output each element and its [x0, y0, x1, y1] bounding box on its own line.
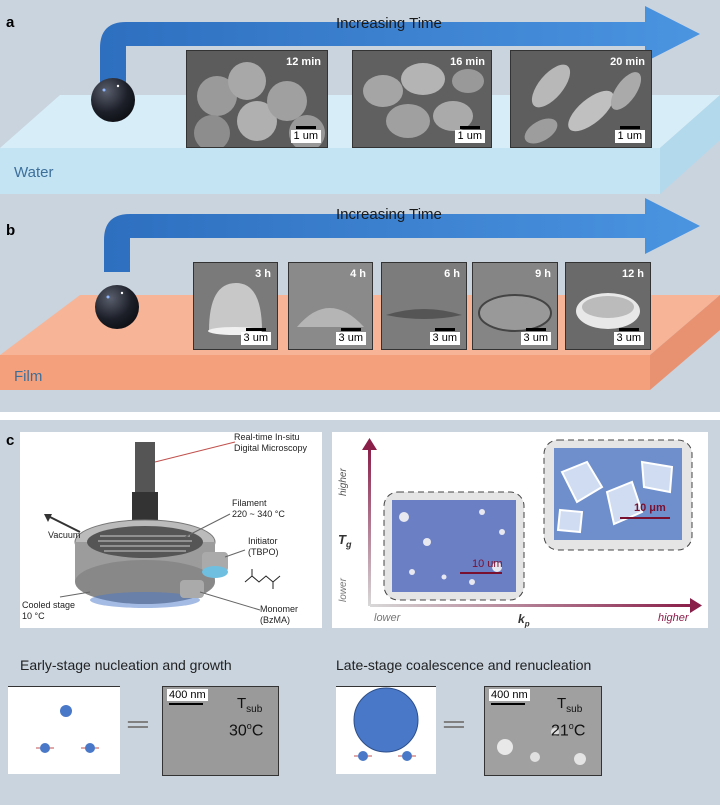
sem-image-b5: 12 h 3 um — [565, 262, 651, 350]
x-axis-label: kp — [518, 612, 530, 629]
sem-image-b1: 3 h 3 um — [193, 262, 278, 350]
sem-a1-scale: 1 um — [290, 130, 321, 143]
early-stage-title: Early-stage nucleation and growth — [20, 657, 232, 673]
equals-sign-late: ═ — [444, 708, 464, 739]
sem-image-b4: 9 h 3 um — [472, 262, 558, 350]
scale-bar — [246, 328, 266, 331]
droplet-ball-b — [95, 285, 139, 329]
film-slab-side — [650, 295, 720, 390]
sem-late-scale: 400 nm — [489, 689, 530, 701]
arrow-label-a: Increasing Time — [336, 15, 442, 32]
sem-late-temp: 21oC — [551, 721, 586, 740]
sem-early-tsub: Tsub — [237, 695, 263, 715]
scale-bar — [619, 328, 639, 331]
sem-image-a2: 16 min 1 um — [352, 50, 492, 148]
label-initiator: Initiator (TBPO) — [248, 536, 279, 557]
sem-b3-scale: 3 um — [429, 332, 460, 345]
label-monomer: Monomer (BzMA) — [260, 604, 299, 625]
scale-bar — [460, 126, 480, 129]
x-low-label: lower — [374, 612, 401, 624]
early-stage-schematic — [8, 686, 120, 774]
inset-low-image — [392, 500, 516, 592]
sem-early-scale: 400 nm — [167, 689, 208, 701]
inset-low-scale: 10 um — [472, 558, 503, 570]
sem-image-a1: 12 min 1 um — [186, 50, 328, 148]
sem-image-b3: 6 h 3 um — [381, 262, 467, 350]
sem-b4-time: 9 h — [535, 268, 551, 280]
sem-early-temp: 30oC — [229, 721, 264, 740]
scale-bar — [526, 328, 546, 331]
inset-high-scale: 10 μm — [634, 502, 666, 514]
water-slab-front — [0, 148, 660, 194]
scale-bar — [620, 126, 640, 129]
scale-bar — [296, 126, 316, 129]
label-microscopy: Real-time In-situ Digital Microscopy — [234, 432, 308, 453]
sem-early-stage: 400 nm Tsub 30oC — [162, 686, 279, 776]
panel-b-letter: b — [6, 222, 16, 239]
film-slab-front — [0, 355, 650, 390]
sem-b2-scale: 3 um — [335, 332, 366, 345]
sem-a2-scale: 1 um — [454, 130, 485, 143]
sem-b5-time: 12 h — [621, 268, 644, 280]
scale-bar — [169, 703, 203, 705]
reactor-schematic: Real-time In-situ Digital Microscopy Fil… — [20, 432, 322, 628]
sem-b4-scale: 3 um — [520, 332, 551, 345]
x-high-label: higher — [658, 612, 689, 624]
label-vacuum: Vacuum — [48, 530, 81, 540]
y-low-label: lower — [338, 578, 349, 602]
x-axis-arrow — [370, 604, 692, 607]
scale-bar — [491, 703, 525, 705]
sem-b2-time: 4 h — [350, 268, 366, 280]
panel-c-letter: c — [6, 432, 15, 449]
equals-sign-early: ═ — [128, 708, 148, 739]
time-arrow-a — [100, 6, 700, 100]
sem-late-tsub: Tsub — [557, 695, 583, 715]
slab-label-water: Water — [14, 164, 54, 181]
y-axis-label: Tg — [338, 532, 352, 550]
tg-kp-plot: Tg higher lower lower kp higher 10 um 10… — [332, 432, 708, 628]
sem-a2-time: 16 min — [450, 56, 485, 68]
sem-b1-scale: 3 um — [240, 332, 271, 345]
scale-bar — [341, 328, 361, 331]
scale-bar — [435, 328, 455, 331]
sem-image-a3: 20 min 1 um — [510, 50, 652, 148]
label-cooled-stage: Cooled stage 10 °C — [22, 600, 76, 621]
y-axis-arrow — [368, 448, 371, 606]
slab-label-film: Film — [14, 368, 43, 385]
sem-a3-time: 20 min — [610, 56, 645, 68]
arrow-label-b: Increasing Time — [336, 206, 442, 223]
sem-late-stage: 400 nm Tsub 21oC — [484, 686, 602, 776]
label-filament: Filament 220 ~ 340 °C — [232, 498, 285, 519]
water-slab-side — [660, 95, 720, 194]
time-arrow-b — [104, 198, 700, 272]
sem-a3-scale: 1 um — [614, 130, 645, 143]
sem-b5-scale: 3 um — [613, 332, 644, 345]
panel-a-letter: a — [6, 14, 15, 31]
sem-b1-time: 3 h — [255, 268, 271, 280]
sem-image-b2: 4 h 3 um — [288, 262, 373, 350]
droplet-ball-a — [91, 78, 135, 122]
y-high-label: higher — [338, 468, 349, 496]
late-stage-schematic — [336, 686, 436, 774]
late-stage-title: Late-stage coalescence and renucleation — [336, 657, 592, 673]
sem-b3-time: 6 h — [444, 268, 460, 280]
sem-a1-time: 12 min — [286, 56, 321, 68]
